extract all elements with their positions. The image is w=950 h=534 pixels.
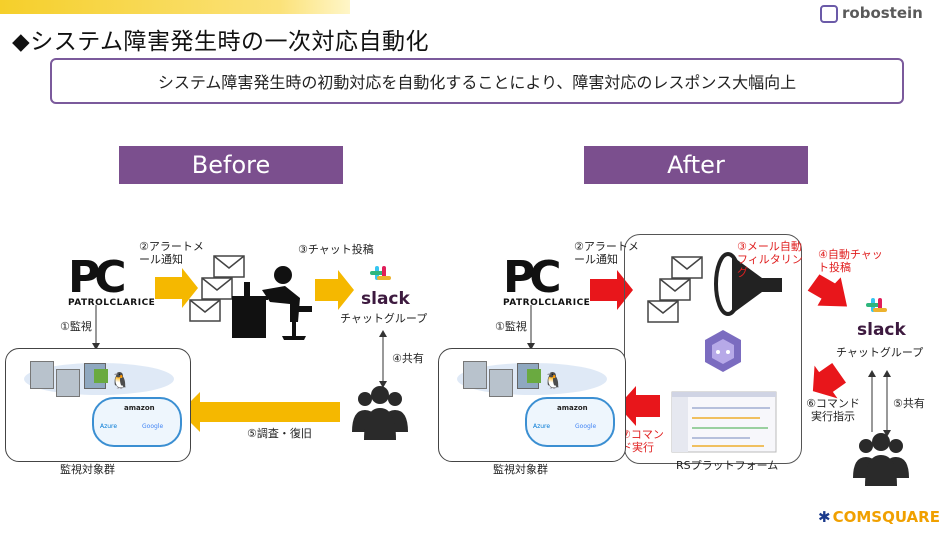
robostein-logo-text: robostein: [842, 4, 923, 22]
patrol-mark-icon: PC: [68, 252, 127, 303]
server-icon: [30, 361, 54, 389]
cloud-icon: amazon Azure Google: [92, 397, 182, 447]
vmware-icon: [527, 369, 541, 383]
after-step4-label: ④自動チャット投稿: [818, 248, 883, 274]
after-arrow-execute: [618, 386, 660, 426]
top-accent-bar: [0, 0, 350, 14]
before-people-icon: [352, 386, 408, 440]
after-chat-group-label: チャットグループ: [836, 346, 924, 359]
robostein-mark-icon: [820, 4, 838, 23]
after-step7-label: ⑦コマンド実行: [621, 428, 664, 454]
after-filter-funnel-icon: [714, 252, 782, 316]
after-step1-label: ①監視: [495, 320, 527, 333]
after-arrow-command-instruct: [812, 362, 846, 399]
patrol-logo-text: PATROLCLARICE: [503, 298, 591, 308]
amazon-logo: amazon: [124, 404, 155, 412]
patrol-mark-icon: PC: [503, 252, 562, 303]
comsquare-star-icon: ✱: [818, 508, 831, 526]
before-monitored-box: 🐧 amazon Azure Google: [5, 348, 191, 462]
before-step4-label: ④共有: [392, 352, 424, 365]
before-slack-icon: [370, 266, 391, 280]
linux-penguin-icon: 🐧: [110, 371, 130, 390]
vmware-icon: [94, 369, 108, 383]
azure-logo: Azure: [100, 423, 118, 430]
after-header: After: [584, 146, 808, 184]
after-patrol-logo: PC PATROLCLARICE: [503, 252, 603, 309]
before-operator-icon: [232, 266, 312, 340]
patrol-logo-text: PATROLCLARICE: [68, 298, 156, 308]
google-logo: Google: [142, 423, 164, 430]
google-logo: Google: [575, 423, 597, 430]
rs-platform-label: RSプラットフォーム: [676, 459, 779, 472]
after-arrow-alert: [590, 270, 633, 310]
server-icon: [463, 361, 487, 389]
before-arrow-alert: [155, 268, 198, 308]
before-step2-label: ②アラートメール通知: [139, 240, 204, 266]
after-slack-icon: [866, 298, 887, 312]
before-monitored-label: 監視対象群: [60, 463, 115, 476]
before-patrol-logo: PC PATROLCLARICE: [68, 252, 168, 309]
before-chat-group-label: チャットグループ: [340, 312, 428, 325]
after-platform-screenshot: [671, 391, 777, 453]
before-step5-label: ⑤調査・復旧: [247, 427, 312, 440]
rs-platform-box: [624, 234, 802, 464]
linux-penguin-icon: 🐧: [543, 371, 563, 390]
page-title: ◆システム障害発生時の一次対応自動化: [12, 29, 429, 55]
after-slack-text: slack: [857, 320, 906, 340]
before-arrow-investigate: [180, 392, 340, 432]
azure-logo: Azure: [533, 423, 551, 430]
before-step1-label: ①監視: [60, 320, 92, 333]
after-step5-label: ⑤共有: [893, 397, 925, 410]
cloud-icon: amazon Azure Google: [525, 397, 615, 447]
after-monitored-label: 監視対象群: [493, 463, 548, 476]
before-header: Before: [119, 146, 343, 184]
after-platform-logo-icon: [705, 330, 741, 372]
summary-box: システム障害発生時の初動対応を自動化することにより、障害対応のレスポンス大幅向上: [50, 58, 904, 104]
before-arrow-chat: [315, 270, 354, 310]
before-envelopes-icon: [189, 255, 245, 322]
after-step6-label: ⑥コマンド実行指示: [806, 397, 860, 423]
after-people-icon: [853, 433, 909, 486]
after-step3-label: ③メール自動フィルタリング: [737, 240, 803, 279]
before-step3-label: ③チャット投稿: [298, 243, 374, 256]
before-slack-text: slack: [361, 289, 410, 309]
comsquare-logo-text: COMSQUARE: [832, 508, 940, 526]
after-arrow-autopost: [807, 274, 848, 307]
amazon-logo: amazon: [557, 404, 588, 412]
robostein-logo: robostein: [820, 4, 923, 23]
server-icon: [56, 369, 80, 397]
after-envelopes-icon: [647, 256, 703, 323]
comsquare-logo: ✱COMSQUARE: [818, 508, 940, 526]
after-step2-label: ②アラートメール通知: [574, 240, 639, 266]
server-icon: [489, 369, 513, 397]
after-monitored-box: 🐧 amazon Azure Google: [438, 348, 626, 462]
